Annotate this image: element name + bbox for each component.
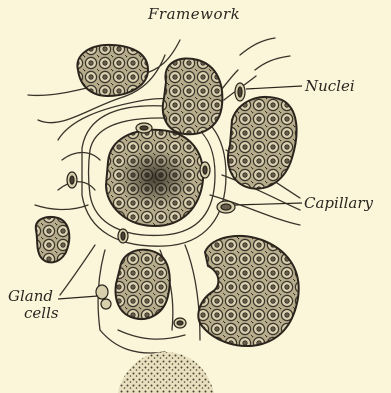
label-cells: cells bbox=[24, 306, 59, 321]
nucleus-gland-b bbox=[101, 299, 111, 309]
alveolus-right bbox=[228, 97, 297, 189]
alveolus-lower-left bbox=[116, 250, 170, 319]
leader-gland-cells bbox=[58, 296, 98, 299]
alveolus-center-core bbox=[117, 148, 193, 208]
leader-capillary bbox=[235, 203, 302, 205]
alveolus-top-left bbox=[77, 45, 148, 96]
nucleus-gland-a bbox=[96, 285, 108, 299]
alveolus-bottom bbox=[118, 352, 214, 393]
label-framework: Framework bbox=[148, 7, 240, 22]
alveolus-small-left bbox=[36, 217, 69, 262]
alveolus-lower-right bbox=[198, 236, 298, 346]
leader-nuclei bbox=[246, 86, 302, 89]
label-gland: Gland bbox=[8, 289, 53, 304]
label-capillary: Capillary bbox=[304, 196, 373, 211]
gland-alveoli bbox=[36, 45, 299, 393]
label-nuclei: Nuclei bbox=[305, 79, 355, 94]
alveolus-top-center bbox=[163, 58, 223, 134]
